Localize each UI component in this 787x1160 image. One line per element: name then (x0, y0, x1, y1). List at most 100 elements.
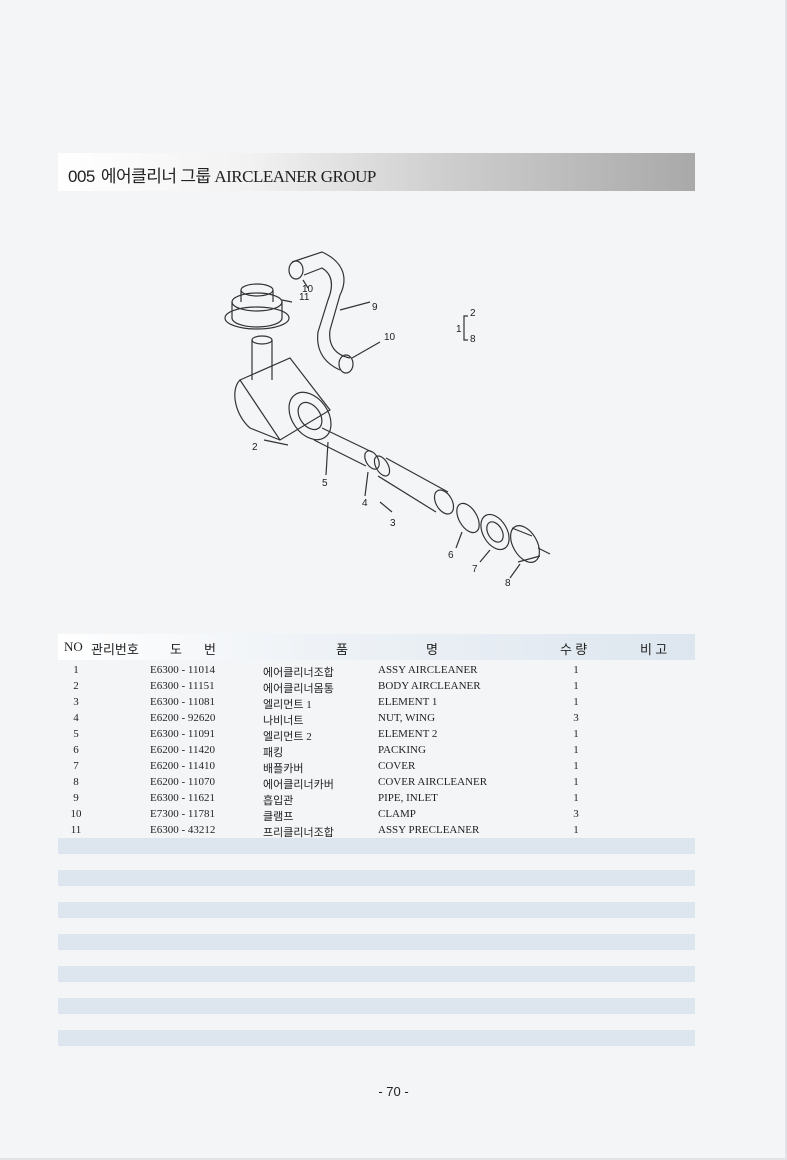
row-qty: 3 (573, 808, 579, 820)
element-2-part (313, 427, 380, 470)
row-no: 5 (73, 728, 79, 740)
header-remarks: 비 고 (640, 642, 668, 657)
row-no: 3 (73, 696, 79, 708)
row-code: E6300 - 11151 (150, 680, 215, 692)
callout-10-mid: 10 (384, 332, 396, 343)
row-no: 10 (70, 808, 82, 820)
row-qty: 1 (573, 664, 579, 676)
row-qty: 1 (573, 680, 579, 692)
parts-table-header: NO 관리번호 도 번 품 명 수 량 비 고 (58, 634, 695, 660)
row-code: E6300 - 11081 (150, 696, 215, 708)
row-qty: 1 (573, 776, 579, 788)
row-qty: 1 (573, 824, 579, 836)
row-kor-name: 에어클리너카버 (263, 779, 334, 791)
row-kor-name: 흡입관 (263, 795, 294, 807)
callout-2: 2 (252, 442, 258, 453)
row-kor-name: 에어클리너몸통 (263, 683, 334, 695)
row-code: E6200 - 11410 (150, 760, 215, 772)
row-code: E7300 - 11781 (150, 808, 215, 820)
row-eng-name: COVER AIRCLEANER (378, 776, 488, 788)
table-row: 10 E7300 - 11781 클램프 CLAMP 3 (58, 806, 695, 823)
table-row: 4 E6200 - 92620 나비너트 NUT, WING 3 (58, 710, 695, 727)
empty-row-stripe (58, 838, 695, 854)
header-name-2: 명 (426, 642, 438, 657)
section-code: 005 (68, 167, 95, 186)
page-number: - 70 - (378, 1084, 409, 1099)
header-mgmt-number: 관리번호 (91, 642, 139, 657)
section-header: 005 에어클리너 그룹 AIRCLEANER GROUP (58, 153, 695, 191)
table-row: 3 E6300 - 11081 엘리먼트 1 ELEMENT 1 1 (58, 694, 695, 711)
table-row: 2 E6300 - 11151 에어클리너몸통 BODY AIRCLEANER … (58, 678, 695, 695)
row-no: 1 (73, 664, 79, 676)
row-no: 4 (73, 712, 79, 724)
row-qty: 1 (573, 744, 579, 756)
row-code: E6300 - 43212 (150, 824, 216, 836)
table-row: 6 E6200 - 11420 패킹 PACKING 1 (58, 742, 695, 759)
header-drawing-1: 도 (170, 642, 182, 657)
table-row: 9 E6300 - 11621 흡입관 PIPE, INLET 1 (58, 790, 695, 807)
row-eng-name: ELEMENT 1 (378, 696, 438, 708)
empty-row-stripe (58, 966, 695, 982)
parts-table-body: 1 E6300 - 11014 에어클리너조합 ASSY AIRCLEANER … (58, 662, 695, 839)
element-1-part (373, 455, 455, 515)
callout-7: 7 (472, 564, 478, 575)
row-kor-name: 프리클리너조합 (263, 827, 334, 839)
empty-row-stripe (58, 1030, 695, 1046)
aircleaner-body-part (234, 357, 332, 441)
row-code: E6300 - 11014 (150, 664, 215, 676)
table-row: 1 E6300 - 11014 에어클리너조합 ASSY AIRCLEANER … (58, 662, 695, 679)
row-code: E6200 - 11420 (150, 744, 215, 756)
row-qty: 1 (573, 792, 579, 804)
row-eng-name: ASSY AIRCLEANER (378, 664, 478, 676)
row-eng-name: COVER (378, 760, 416, 772)
row-code: E6300 - 11621 (150, 792, 215, 804)
bracket-callout-8: 8 (470, 334, 476, 345)
row-kor-name: 에어클리너조합 (263, 667, 334, 679)
empty-row-stripe (58, 934, 695, 950)
section-name: 에어클리너 그룹 AIRCLEANER GROUP (100, 167, 377, 186)
callout-3: 3 (390, 518, 396, 529)
callout-8: 8 (505, 578, 511, 589)
row-kor-name: 엘리먼트 1 (263, 699, 312, 711)
empty-table-stripes (58, 838, 695, 1048)
row-qty: 1 (573, 696, 579, 708)
section-title: 005 에어클리너 그룹 AIRCLEANER GROUP (68, 162, 376, 187)
row-kor-name: 나비너트 (263, 715, 304, 727)
row-qty: 1 (573, 760, 579, 772)
row-kor-name: 클램프 (263, 811, 294, 823)
bracket-callout-2: 2 (470, 308, 476, 319)
row-eng-name: BODY AIRCLEANER (378, 680, 481, 692)
row-no: 6 (73, 744, 79, 756)
inlet-pipe-part (288, 251, 354, 374)
packing-part (456, 502, 480, 534)
row-kor-name: 엘리먼트 2 (263, 731, 312, 743)
row-no: 9 (73, 792, 79, 804)
row-kor-name: 배플카버 (263, 763, 304, 775)
precleaner-part (224, 283, 290, 330)
row-kor-name: 패킹 (263, 747, 284, 759)
row-no: 8 (73, 776, 79, 788)
callout-10-top: 10 (302, 284, 314, 295)
callout-11: 11 (299, 292, 310, 303)
callout-5: 5 (322, 478, 328, 489)
row-code: E6200 - 11070 (150, 776, 215, 788)
row-eng-name: PACKING (378, 744, 426, 756)
intake-tube-part (251, 335, 273, 380)
table-row: 7 E6200 - 11410 배플카버 COVER 1 (58, 758, 695, 775)
row-no: 2 (73, 680, 79, 692)
aircleaner-cover-part (509, 525, 551, 563)
table-row: 11 E6300 - 43212 프리클리너조합 ASSY PRECLEANER… (58, 822, 695, 839)
row-eng-name: ASSY PRECLEANER (378, 824, 480, 836)
callout-6: 6 (448, 550, 454, 561)
row-no: 7 (73, 760, 79, 772)
exploded-parts-diagram: 11 10 9 10 2 5 4 3 6 7 8 1 2 8 (224, 251, 551, 589)
header-drawing-2: 번 (204, 642, 216, 657)
header-no: NO (64, 639, 83, 654)
row-eng-name: ELEMENT 2 (378, 728, 438, 740)
empty-row-stripe (58, 902, 695, 918)
baffle-cover-part (480, 513, 510, 551)
row-qty: 1 (573, 728, 579, 740)
callout-4: 4 (362, 498, 368, 509)
table-row: 5 E6300 - 11091 엘리먼트 2 ELEMENT 2 1 (58, 726, 695, 743)
